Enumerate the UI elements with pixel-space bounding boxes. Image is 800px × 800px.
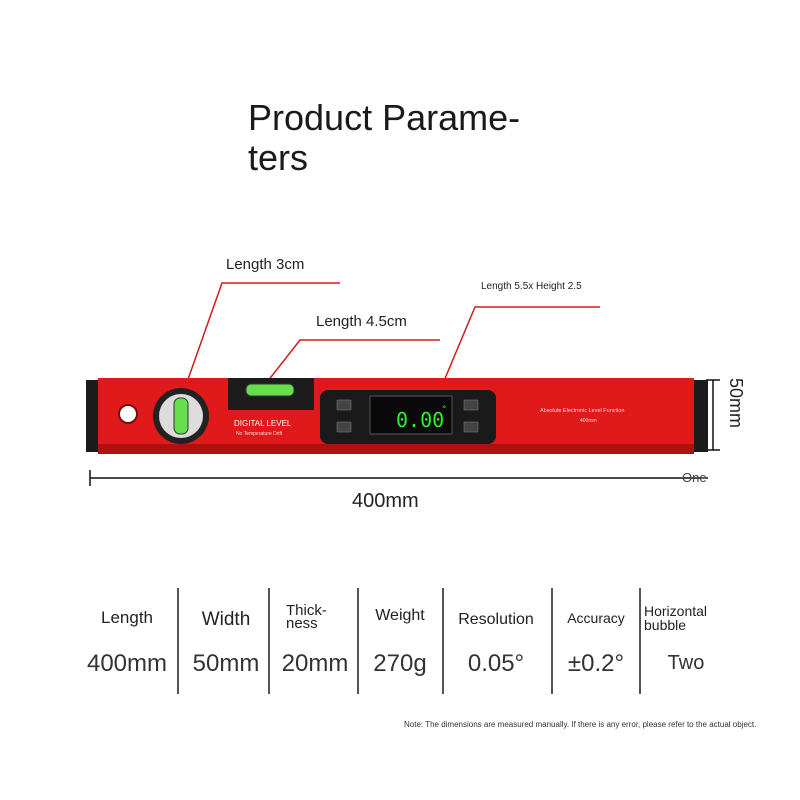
- brand-text: DIGITAL LEVEL: [234, 419, 292, 428]
- lcd-reading: 0.00: [396, 408, 444, 432]
- param-header: Width: [201, 609, 251, 630]
- brand-sub: No Temperature Drift: [236, 431, 283, 437]
- param-header: Horizontal bubble: [644, 603, 708, 633]
- digital-level: DIGITAL LEVEL No Temperature Drift 0.00 …: [86, 378, 708, 454]
- param-horizontal-bubble: Horizontal bubble Two: [644, 588, 728, 694]
- param-thickness: Thick- ness 20mm: [272, 588, 358, 694]
- param-separator: [551, 588, 553, 694]
- callout-bubble2-length: Length 4.5cm: [316, 313, 407, 330]
- end-label: One: [682, 470, 707, 485]
- param-resolution: Resolution 0.05°: [444, 588, 548, 694]
- leader-bubble: [179, 282, 340, 403]
- param-header: Weight: [375, 607, 425, 624]
- level-body-shadow: [98, 444, 694, 454]
- disclaimer-note: Note: The dimensions are measured manual…: [404, 720, 757, 729]
- right-text: Absolute Electronic Level Function: [540, 408, 624, 414]
- length-dimension-label: 400mm: [352, 490, 419, 512]
- title-line-1: Product Parame-: [248, 97, 521, 138]
- lcd-unit: °: [442, 405, 447, 415]
- level-left-cap: [86, 380, 100, 452]
- hanging-hole: [118, 404, 138, 424]
- callout-screen-size: Length 5.5x Height 2.5: [481, 281, 582, 292]
- leader-bubble2: [263, 339, 440, 387]
- mode-button: [463, 399, 479, 411]
- param-separator: [357, 588, 359, 694]
- page-title: Product Parame- ters: [248, 98, 520, 178]
- param-header: Length: [101, 608, 153, 627]
- param-separator: [177, 588, 179, 694]
- param-value: Two: [667, 652, 705, 674]
- param-value: 270g: [373, 650, 427, 677]
- zero-button: [336, 421, 352, 433]
- param-value: 0.05°: [467, 650, 525, 677]
- right-sub: 400mm: [580, 418, 597, 424]
- param-header: Thick- ness: [286, 602, 327, 632]
- param-weight: Weight 270g: [360, 588, 440, 694]
- parameters-table: Length 400mm Width 50mm Thick- ness 20mm…: [78, 588, 728, 694]
- param-length: Length 400mm: [78, 588, 176, 694]
- param-separator: [268, 588, 270, 694]
- param-header: Resolution: [458, 611, 534, 628]
- height-dimension-label: 50mm: [726, 378, 746, 429]
- round-vial: [173, 397, 189, 435]
- param-value: ±0.2°: [567, 650, 625, 677]
- leader-screen: [435, 306, 600, 401]
- top-vial: [245, 383, 295, 397]
- title-line-2: ters: [248, 137, 309, 178]
- param-accuracy: Accuracy ±0.2°: [554, 588, 638, 694]
- param-value: 50mm: [192, 650, 260, 677]
- param-width: Width 50mm: [182, 588, 270, 694]
- level-right-cap: [692, 380, 708, 452]
- param-separator: [442, 588, 444, 694]
- param-value: 400mm: [86, 650, 168, 677]
- callout-bubble-length: Length 3cm: [226, 256, 305, 273]
- power-button: [336, 399, 352, 411]
- param-header: Accuracy: [567, 610, 625, 626]
- param-value: 20mm: [281, 650, 349, 677]
- lcd-screen: [369, 395, 453, 435]
- param-separator: [639, 588, 641, 694]
- hold-button: [463, 421, 479, 433]
